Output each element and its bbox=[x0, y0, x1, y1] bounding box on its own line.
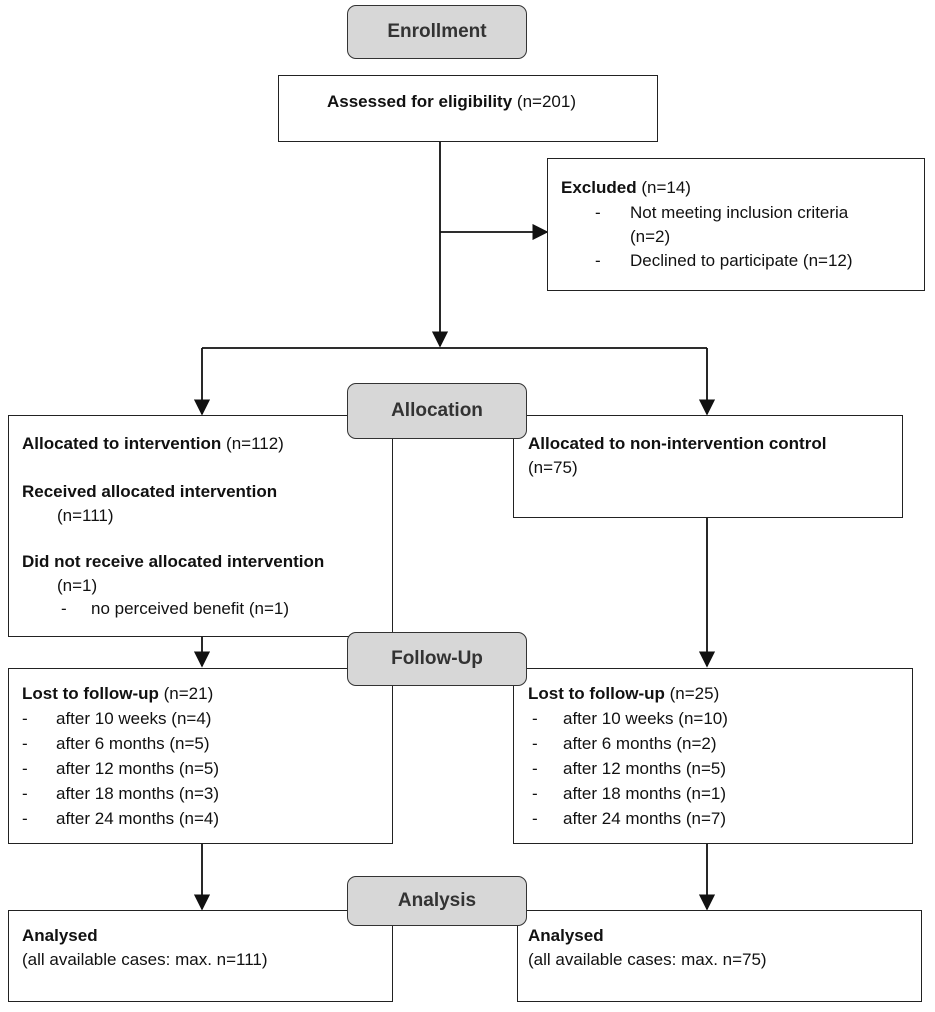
followup-right-dash: - bbox=[532, 759, 538, 778]
excluded-item-2-text: Declined to participate (n=12) bbox=[630, 251, 853, 270]
followup-right-item: after 18 months (n=1) bbox=[563, 784, 727, 803]
followup-right-dash: - bbox=[532, 734, 538, 753]
excluded-box: Excluded (n=14) - Not meeting inclusion … bbox=[547, 158, 925, 291]
control-allocated-count: (n=75) bbox=[528, 458, 578, 477]
analysis-right-label: Analysed bbox=[528, 926, 604, 945]
excluded-item-dash: - bbox=[595, 203, 601, 222]
intervention-received-label: Received allocated intervention bbox=[22, 482, 278, 501]
analysis-left-label: Analysed bbox=[22, 926, 98, 945]
followup-left-dash: - bbox=[22, 759, 28, 778]
followup-right-item: after 12 months (n=5) bbox=[563, 759, 727, 778]
intervention-allocated: Allocated to intervention (n=112) bbox=[22, 432, 284, 456]
control-allocated-label: Allocated to non-intervention control bbox=[528, 434, 827, 453]
followup-right-dash: - bbox=[532, 784, 538, 803]
intervention-not-received-reason: no perceived benefit (n=1) bbox=[91, 599, 289, 618]
followup-right-item: after 10 weeks (n=10) bbox=[563, 709, 728, 728]
stage-allocation: Allocation bbox=[347, 383, 527, 439]
followup-right-item: after 24 months (n=7) bbox=[563, 809, 727, 828]
followup-right-item: after 6 months (n=2) bbox=[563, 734, 717, 753]
intervention-allocated-label: Allocated to intervention bbox=[22, 434, 222, 453]
followup-left-dash: - bbox=[22, 809, 28, 828]
followup-left-label: Lost to follow-up bbox=[22, 684, 159, 703]
stage-followup-label: Follow-Up bbox=[391, 648, 483, 669]
followup-left-dash: - bbox=[22, 784, 28, 803]
excluded-count: (n=14) bbox=[641, 178, 691, 197]
analysis-left-box: Analysed (all available cases: max. n=11… bbox=[8, 910, 393, 1002]
followup-left-item: after 18 months (n=3) bbox=[56, 784, 220, 803]
followup-left-item: after 24 months (n=4) bbox=[56, 809, 220, 828]
followup-right-dash: - bbox=[532, 809, 538, 828]
excluded-item-dash: - bbox=[595, 251, 601, 270]
followup-left-item: after 6 months (n=5) bbox=[56, 734, 210, 753]
followup-left-dash: - bbox=[22, 709, 28, 728]
intervention-received-count: (n=111) bbox=[57, 506, 114, 525]
stage-enrollment-label: Enrollment bbox=[387, 21, 487, 42]
followup-left-box: Lost to follow-up (n=21) - after 10 week… bbox=[8, 668, 393, 844]
assessed-box: Assessed for eligibility (n=201) bbox=[278, 75, 658, 142]
intervention-allocated-count: (n=112) bbox=[226, 434, 284, 453]
stage-enrollment: Enrollment bbox=[347, 5, 527, 59]
followup-right-dash: - bbox=[532, 709, 538, 728]
followup-left-dash: - bbox=[22, 734, 28, 753]
control-box: Allocated to non-intervention control (n… bbox=[513, 415, 903, 518]
intervention-reason-dash: - bbox=[61, 599, 67, 618]
followup-left-count: (n=21) bbox=[163, 684, 214, 703]
followup-left-item: after 12 months (n=5) bbox=[56, 759, 220, 778]
intervention-not-received-count: (n=1) bbox=[57, 576, 98, 595]
followup-left-heading: Lost to follow-up (n=21) bbox=[22, 682, 213, 706]
analysis-right-box: Analysed (all available cases: max. n=75… bbox=[517, 910, 922, 1002]
assessed-text: Assessed for eligibility (n=201) bbox=[327, 90, 576, 114]
followup-right-count: (n=25) bbox=[669, 684, 720, 703]
stage-analysis-label: Analysis bbox=[397, 890, 477, 911]
assessed-count: (n=201) bbox=[516, 92, 576, 111]
followup-left-item: after 10 weeks (n=4) bbox=[56, 709, 212, 728]
intervention-not-received-label: Did not receive allocated intervention bbox=[22, 552, 325, 571]
excluded-item-1-text: Not meeting inclusion criteria bbox=[630, 203, 849, 222]
stage-analysis: Analysis bbox=[347, 876, 527, 926]
stage-followup: Follow-Up bbox=[347, 632, 527, 686]
stage-allocation-label: Allocation bbox=[391, 400, 483, 421]
excluded-heading: Excluded (n=14) bbox=[561, 176, 691, 200]
followup-right-heading: Lost to follow-up (n=25) bbox=[528, 682, 719, 706]
followup-right-box: Lost to follow-up (n=25) - after 10 week… bbox=[513, 668, 913, 844]
excluded-label: Excluded bbox=[561, 178, 637, 197]
intervention-box: Allocated to intervention (n=112) Receiv… bbox=[8, 415, 393, 637]
analysis-right-detail: (all available cases: max. n=75) bbox=[528, 950, 767, 969]
excluded-item-1-count: (n=2) bbox=[630, 227, 671, 246]
followup-right-label: Lost to follow-up bbox=[528, 684, 665, 703]
analysis-left-detail: (all available cases: max. n=111) bbox=[22, 950, 268, 969]
assessed-label: Assessed for eligibility bbox=[327, 92, 513, 111]
